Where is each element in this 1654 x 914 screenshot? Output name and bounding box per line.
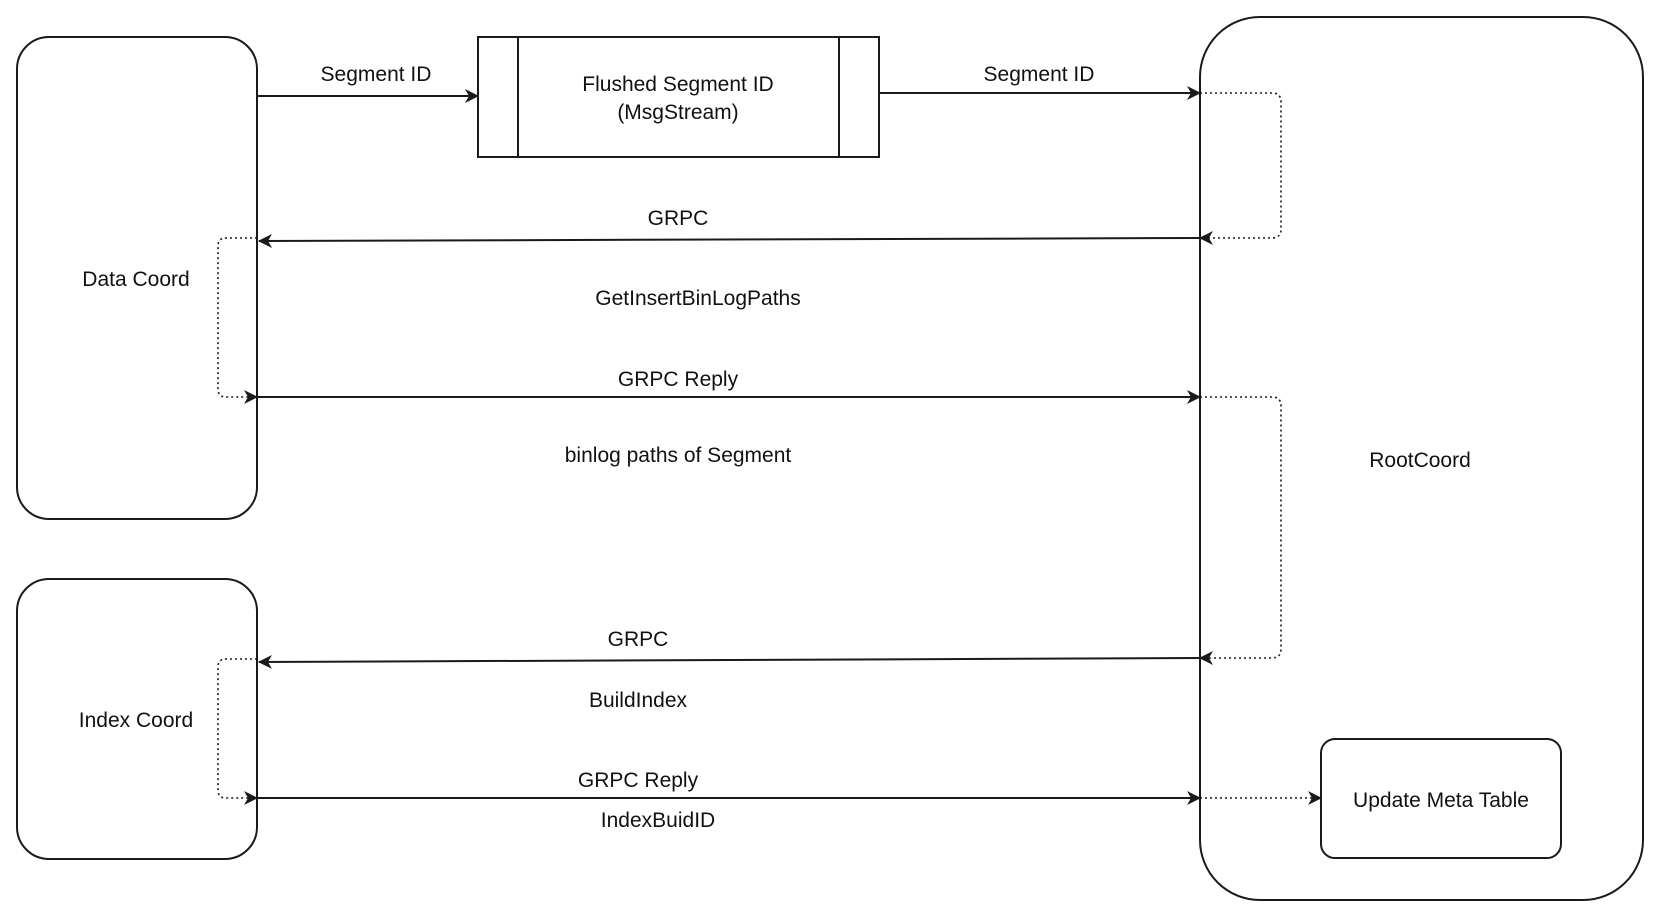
label-index-build-id: IndexBuidID <box>601 809 715 832</box>
dotted-loop-root-1 <box>1199 92 1282 245</box>
meta-table-label: Update Meta Table <box>1353 789 1529 812</box>
label-grpc-1: GRPC <box>648 207 709 230</box>
arrow-grpc-root-to-dc <box>258 233 1201 248</box>
label-grpc-2: GRPC <box>608 628 669 651</box>
msg-stream-box <box>477 36 880 158</box>
root-coord-box <box>1199 16 1644 901</box>
dotted-loop-data-coord <box>217 237 258 404</box>
index-coord-label: Index Coord <box>79 709 193 732</box>
label-grpc-reply-1: GRPC Reply <box>618 368 739 391</box>
root-coord-label: RootCoord <box>1369 449 1471 472</box>
data-coord-box <box>16 36 258 520</box>
label-get-insert-binlog-paths: GetInsertBinLogPaths <box>595 287 800 310</box>
label-segment-id-1: Segment ID <box>321 63 432 86</box>
label-binlog-paths: binlog paths of Segment <box>565 444 792 467</box>
label-segment-id-2: Segment ID <box>984 63 1095 86</box>
arrow-grpc-root-to-ic <box>258 654 1201 669</box>
data-coord-label: Data Coord <box>82 268 189 291</box>
label-grpc-reply-2: GRPC Reply <box>578 769 699 792</box>
msg-stream-label-line1: Flushed Segment ID <box>582 73 773 96</box>
label-build-index: BuildIndex <box>589 689 688 712</box>
dotted-loop-root-2 <box>1199 396 1282 665</box>
dotted-loop-index-coord <box>217 658 258 805</box>
index-coord-box <box>16 578 258 860</box>
msg-stream-label-line2: (MsgStream) <box>617 101 738 124</box>
